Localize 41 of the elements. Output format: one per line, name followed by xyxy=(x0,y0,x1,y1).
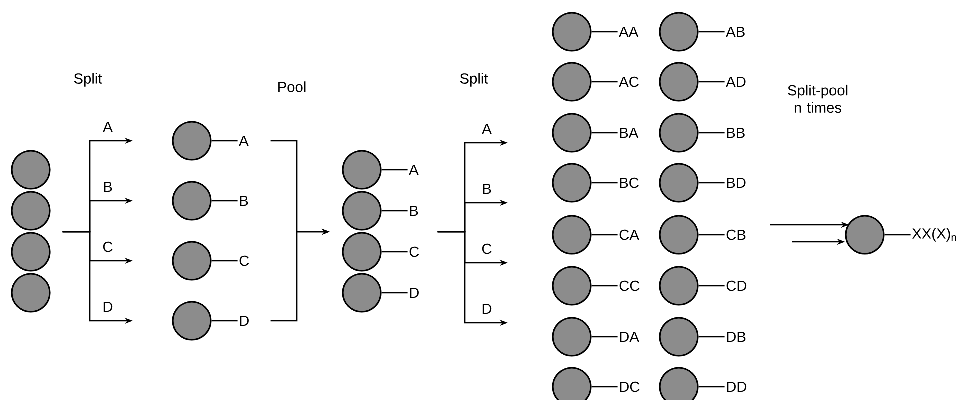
bead-label: BD xyxy=(727,178,746,188)
bead xyxy=(11,150,51,190)
bead-label: BA xyxy=(620,128,639,138)
bead-label: DA xyxy=(620,332,640,342)
edge-label: C xyxy=(102,241,114,253)
bead-label: AB xyxy=(726,26,745,38)
bead-label: D xyxy=(240,316,249,326)
bead-label: BC xyxy=(620,178,639,188)
edge-label: A xyxy=(102,121,114,133)
bead-label: AA xyxy=(619,26,639,38)
bead-label: DC xyxy=(620,382,640,392)
step-label: Split xyxy=(74,73,102,87)
bead-label: CB xyxy=(726,230,746,240)
bead-label: CA xyxy=(620,230,640,240)
edge-label: A xyxy=(481,123,493,135)
edge-label: D xyxy=(481,303,493,315)
step-label: Pool xyxy=(278,82,306,92)
bead-label: B xyxy=(240,196,248,206)
step-label: Split xyxy=(460,73,488,87)
bead xyxy=(11,273,51,313)
bead-label: DB xyxy=(727,332,746,342)
bead-label: C xyxy=(410,246,420,258)
bead-label: AD xyxy=(726,76,746,88)
bead-label: XX(X)$_{n}$ xyxy=(912,228,956,242)
bead-label: D xyxy=(410,288,419,298)
edge-label: D xyxy=(102,301,114,313)
bead xyxy=(11,232,51,272)
bead xyxy=(11,191,51,231)
bead-label: DD xyxy=(727,382,747,392)
bead-label: A xyxy=(239,136,249,146)
edge-label: B xyxy=(481,183,493,195)
edge-label: C xyxy=(481,243,493,255)
bead-label: CC xyxy=(620,280,640,292)
bead-label: BB xyxy=(727,128,745,138)
bead-label: B xyxy=(410,206,418,216)
bead-label: CD xyxy=(726,280,747,292)
bead-label: A xyxy=(409,164,419,176)
step-label: Split-pool n times xyxy=(788,84,848,114)
edge-label: B xyxy=(102,181,114,193)
bead-label: AC xyxy=(619,76,639,88)
bead-label: C xyxy=(240,256,250,266)
